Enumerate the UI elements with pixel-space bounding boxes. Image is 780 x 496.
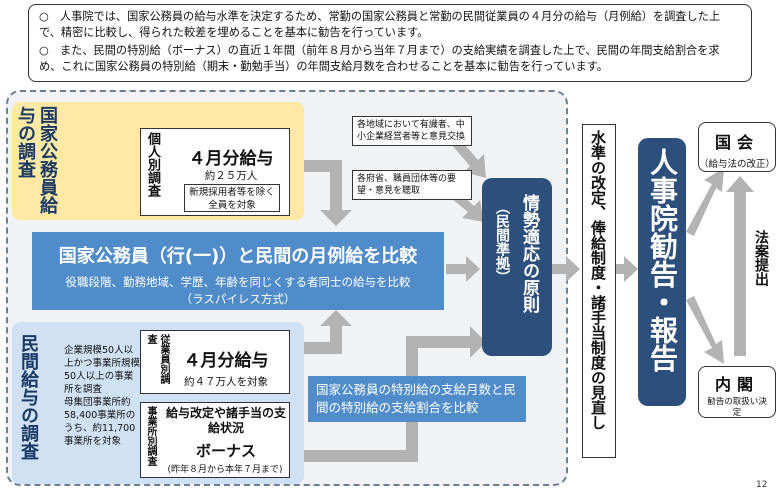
principle-sub: （民間準拠） — [494, 200, 510, 284]
revision-text: 水準の改定、俸給制度・諸手当制度の見直し — [589, 130, 607, 430]
diet-note: （給与法の改正） — [699, 159, 776, 170]
comparison-method: （ラスパイレス方式） — [180, 292, 296, 306]
monthly-comparison-bar: 国家公務員（行(一)）と民間の月例給を比較 役職段階、勤務地域、学歴、年齢を同じ… — [32, 232, 444, 310]
private-establishment-item: 給与改定や諸手当の支給状況 — [165, 406, 286, 435]
intro-box: ○ 人事院では、国家公務員の給与水準を決定するため、常勤の国家公務員と常勤の民間… — [28, 4, 752, 82]
diet-box: 国会 （給与法の改正） — [698, 122, 776, 172]
adaptation-principle-box — [482, 178, 552, 356]
arrow-compare-to-principle — [446, 256, 480, 282]
arrow-cabinet-to-diet — [726, 176, 754, 356]
national-pay-label: ４月分給与 — [188, 149, 274, 169]
national-individual-label: 個人別調査 — [145, 132, 160, 197]
private-survey-title: 民間給与の調査 — [18, 334, 39, 460]
intro-line-1: ○ 人事院では、国家公務員の給与水準を決定するため、常勤の国家公務員と常勤の民間… — [39, 10, 721, 39]
national-count: 約２５万人 — [204, 170, 258, 182]
cabinet-note: 勧告の取扱い決定 — [707, 397, 767, 418]
private-employee-label: 従業員別調査 — [145, 334, 169, 384]
bonus-comparison-box: 国家公務員の特別給の支給月数と民間の特別給の支給割合を比較 — [308, 376, 526, 422]
private-employee-card — [140, 330, 290, 394]
recommendation-box — [638, 138, 686, 406]
national-survey-title: 国家公務員給与の調査 — [15, 106, 58, 214]
private-employee-count: 約４７万人を対象 — [184, 376, 268, 388]
private-bonus-period: (昨年８月から本年７月まで) — [167, 465, 283, 475]
arrow-bonus-to-principle — [286, 326, 486, 462]
arrow-national-to-compare — [286, 160, 352, 226]
private-pay-label: ４月分給与 — [183, 351, 269, 371]
arrow-principle-to-revision — [550, 256, 580, 282]
comparison-desc: 役職段階、勤務地域、学歴、年齢を同じくする者同士の給与を比較 — [65, 275, 411, 289]
arrow-rec-to-diet — [686, 168, 724, 236]
principle-main: 情勢適応の原則 — [519, 194, 539, 313]
arrow-rec-to-cabinet — [686, 296, 724, 364]
private-scope-2: 母集団事業所約58,400事業所のうち、約11,700事業所を対象 — [64, 397, 136, 447]
regional-opinion-box: 各地域において有識者、中小企業経営者等と意見交換 — [352, 116, 472, 146]
cabinet-name: 内閣 — [714, 375, 759, 394]
comparison-title: 国家公務員（行(一)）と民間の月例給を比較 — [58, 246, 418, 267]
bill-submission-label: 法案提出 — [753, 230, 769, 286]
revision-box — [582, 124, 616, 458]
ministry-opinion-box: 各府省、職員団体等の要望・意見を聴取 — [352, 170, 472, 200]
intro-line-2: ○ また、民間の特別給（ボーナス）の直近１年間（前年８月から当年７月まで）の支給… — [39, 44, 720, 73]
diet-name: 国会 — [714, 133, 759, 152]
private-establishment-card — [140, 402, 290, 478]
private-bonus-label: ボーナス — [195, 442, 256, 460]
national-note: 新規採用者等を除く全員を対象 — [184, 184, 280, 212]
page-number: 12 — [756, 480, 768, 490]
private-establishment-label: 事業所別調査 — [145, 406, 156, 466]
private-scope-1: 企業規模50人以上かつ事業所規模50人以上の事業所を調査 — [64, 345, 141, 395]
cabinet-box: 内閣 勧告の取扱い決定 — [698, 366, 776, 418]
recommendation-text: 人事院勧告・報告 — [646, 148, 679, 372]
arrow-revision-to-recommendation — [616, 256, 638, 282]
